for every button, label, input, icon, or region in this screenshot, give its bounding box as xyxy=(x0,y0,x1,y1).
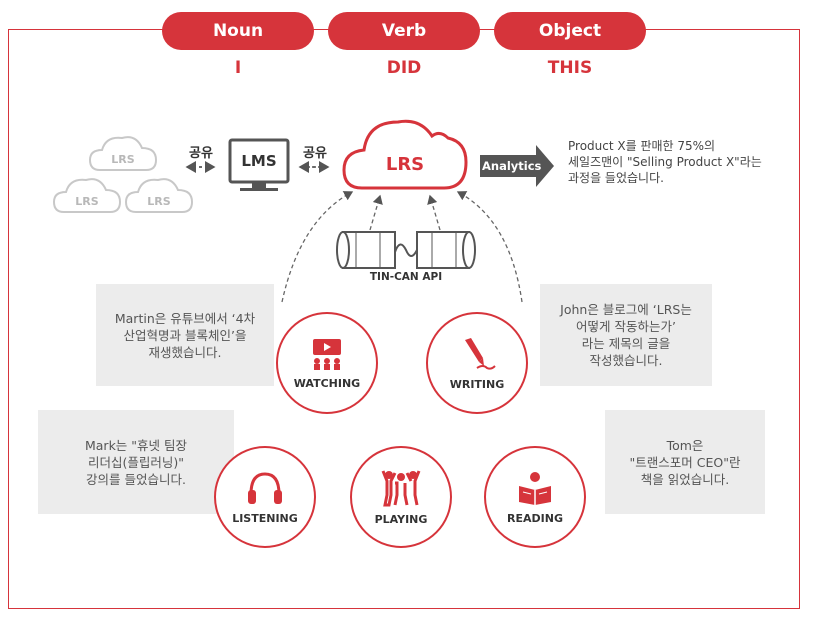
analytics-label: Analytics xyxy=(482,159,542,173)
share-label: 공유 xyxy=(189,146,213,161)
lrs-main-label: LRS xyxy=(385,154,425,175)
object-pill: Object xyxy=(494,12,646,50)
playing-label: PLAYING xyxy=(374,512,428,526)
tincan-to-lrs-arrow-right xyxy=(427,194,441,231)
noun-pill: Noun xyxy=(162,12,314,50)
reading-label: READING xyxy=(507,511,563,525)
noun-value: I xyxy=(234,58,242,78)
analytics-arrow xyxy=(480,145,554,187)
people-playing-icon xyxy=(381,469,421,506)
share-label: 공유 xyxy=(303,146,327,161)
video-audience-icon xyxy=(313,338,341,370)
listening-label: LISTENING xyxy=(232,511,298,525)
tin-can-icon xyxy=(336,231,476,269)
cloud-icon xyxy=(52,178,122,213)
watching-bubble: Martin은 유튜브에서 ‘4차 산업혁명과 블록체인’을 재생했습니다. xyxy=(96,284,274,386)
playing-circle: PLAYING xyxy=(350,446,452,548)
reading-bubble: Tom은 "트랜스포머 CEO"란 책을 읽었습니다. xyxy=(605,410,765,514)
cloud-icon xyxy=(124,178,194,213)
watching-to-lrs-arrow xyxy=(281,191,354,303)
pen-icon xyxy=(465,337,496,370)
writing-circle: WRITING xyxy=(426,312,528,414)
headphones-icon xyxy=(248,471,282,504)
verb-value: DID xyxy=(386,58,422,78)
listening-circle: LISTENING xyxy=(214,446,316,548)
analytics-note: Product X를 판매한 75%의 세일즈맨이 "Selling Produ… xyxy=(568,139,762,185)
lms-label: LMS xyxy=(241,152,277,170)
verb-pill: Verb xyxy=(328,12,480,50)
tincan-to-lrs-arrow-left xyxy=(369,194,383,231)
monitor-icon xyxy=(228,138,290,191)
lrs-small-label: LRS xyxy=(75,195,99,208)
lrs-cloud-icon xyxy=(342,119,468,190)
listening-bubble: Mark는 "휴넷 팀장 리더십(플립러닝)" 강의를 들었습니다. xyxy=(38,410,234,514)
writing-label: WRITING xyxy=(449,377,505,391)
watching-circle: WATCHING xyxy=(276,312,378,414)
cloud-icon xyxy=(88,136,158,171)
lrs-small-label: LRS xyxy=(111,153,135,166)
lrs-small-label: LRS xyxy=(147,195,171,208)
writing-to-lrs-arrow xyxy=(456,191,523,303)
watching-label: WATCHING xyxy=(293,376,361,390)
tin-can-label: TIN-CAN API xyxy=(369,271,443,283)
object-value: THIS xyxy=(547,58,593,78)
writing-bubble: John은 블로그에 ‘LRS는 어떻게 작동하는가’ 라는 제목의 글을 작성… xyxy=(540,284,712,386)
reading-circle: READING xyxy=(484,446,586,548)
open-book-icon xyxy=(519,471,551,505)
